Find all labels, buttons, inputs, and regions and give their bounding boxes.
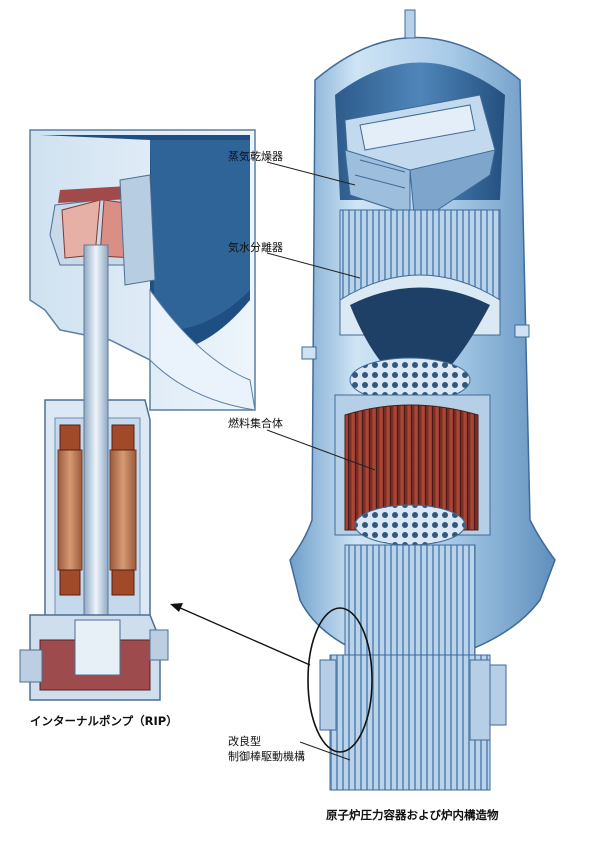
internal-pump-figure <box>19 129 256 701</box>
control-rod-drives <box>319 654 507 791</box>
stator-coils <box>57 424 137 596</box>
steam-separator-label: 気水分離器 <box>228 241 283 254</box>
crd-label-line1: 改良型 <box>228 735 261 748</box>
head-nozzle <box>404 9 416 39</box>
guide-tubes <box>344 544 476 656</box>
fuel-assembly-label: 燃料集合体 <box>228 417 283 430</box>
label-leaders <box>266 161 376 761</box>
steam-dryer <box>344 94 496 226</box>
reactor-vessel-figure <box>289 9 556 791</box>
pump-base <box>19 614 169 701</box>
rip-highlight-ellipse <box>307 607 373 753</box>
pump-shaft <box>83 244 109 666</box>
fuel-assemblies <box>344 404 479 531</box>
vessel-caption: 原子炉圧力容器および炉内構造物 <box>326 808 499 822</box>
steam-dryer-label: 蒸気乾燥器 <box>228 150 283 163</box>
core-support-plate <box>354 504 466 546</box>
crd-label-line2: 制御棒駆動機構 <box>228 750 305 763</box>
pump-caption: インターナルポンプ（RIP） <box>30 714 178 728</box>
callout-arrow <box>170 603 311 666</box>
